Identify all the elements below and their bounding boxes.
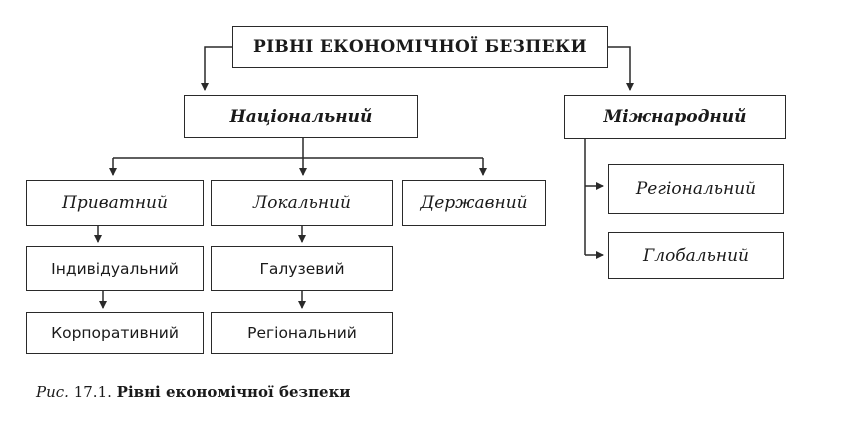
branch-national-bus: [113, 138, 483, 159]
node-individual: Індивідуальний: [26, 246, 204, 291]
node-regional-local: Регіональний: [211, 312, 393, 354]
node-branch-label: Галузевий: [259, 259, 345, 278]
node-individual-label: Індивідуальний: [51, 259, 179, 278]
node-private-label: Приватний: [62, 193, 168, 213]
node-branch: Галузевий: [211, 246, 393, 291]
node-local: Локальний: [211, 180, 393, 226]
node-international: Міжнародний: [564, 95, 786, 139]
node-regional-international-label: Регіональний: [635, 179, 757, 199]
arrow-root-international: [608, 46, 634, 91]
node-global-label: Глобальний: [642, 245, 749, 266]
figure-caption: Рис. 17.1. Рівні економічної безпеки: [36, 383, 351, 401]
caption-number: 17.1.: [73, 383, 112, 401]
caption-prefix: Рис.: [36, 383, 69, 401]
node-corporate-label: Корпоративний: [51, 324, 179, 342]
node-regional-international: Регіональний: [608, 164, 784, 214]
node-national-label: Національний: [229, 106, 373, 127]
node-global: Глобальний: [608, 232, 784, 279]
root-label: РІВНІ ЕКОНОМІЧНОЇ БЕЗПЕКИ: [253, 37, 587, 57]
node-international-label: Міжнародний: [603, 107, 747, 127]
node-local-label: Локальний: [253, 193, 351, 213]
node-regional-local-label: Регіональний: [247, 324, 357, 342]
node-state: Державний: [402, 180, 546, 226]
node-state-label: Державний: [420, 193, 528, 213]
node-private: Приватний: [26, 180, 204, 226]
arrow-root-national: [201, 46, 232, 91]
root-node: РІВНІ ЕКОНОМІЧНОЇ БЕЗПЕКИ: [232, 26, 608, 68]
node-corporate: Корпоративний: [26, 312, 204, 354]
caption-title: Рівні економічної безпеки: [116, 383, 351, 401]
node-national: Національний: [184, 95, 418, 138]
